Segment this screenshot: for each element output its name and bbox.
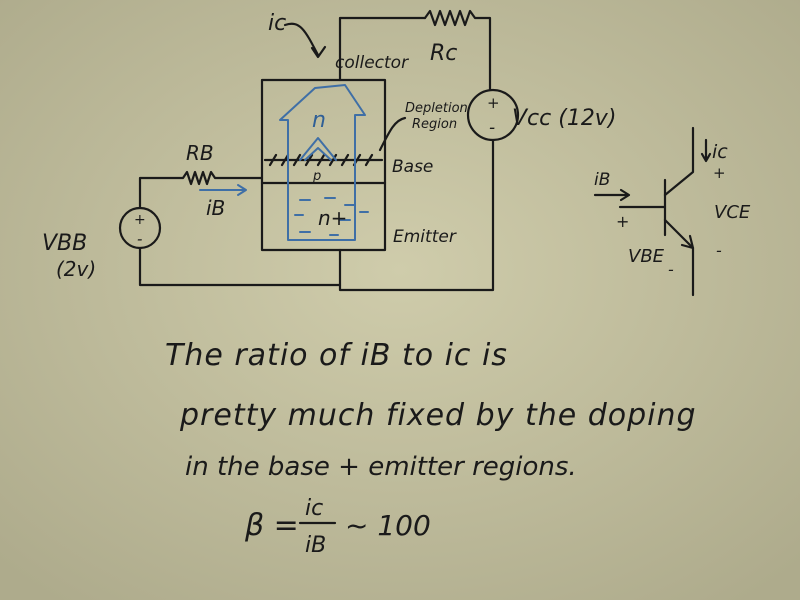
note-line-3: in the base + emitter regions. bbox=[185, 452, 577, 482]
electron-flow-arrow bbox=[279, 84, 366, 241]
base-circuit bbox=[118, 170, 342, 287]
base-region-label: p bbox=[312, 169, 321, 184]
transistor-block: n p n+ bbox=[260, 78, 407, 252]
ic-label: ic bbox=[268, 11, 286, 36]
emitter-region-label: n+ bbox=[318, 206, 347, 230]
electron-dashes bbox=[294, 197, 369, 236]
chevrons bbox=[299, 137, 337, 161]
base-label: Base bbox=[392, 157, 433, 177]
vbb-label: VBB bbox=[42, 231, 87, 256]
emitter-label: Emitter bbox=[393, 227, 457, 247]
vbb-minus: - bbox=[137, 230, 142, 248]
ic-arrow-symbol bbox=[700, 138, 712, 163]
beta-denominator: iB bbox=[305, 533, 326, 558]
depletion-pointer bbox=[378, 116, 407, 152]
vbb-plus: + bbox=[134, 212, 146, 228]
beta-numerator: ic bbox=[305, 496, 323, 521]
symbol-vbe-plus: + bbox=[616, 212, 629, 231]
bjt-emitter-arrow bbox=[680, 234, 695, 250]
collector-circuit bbox=[283, 9, 520, 292]
emitter-return-wire bbox=[338, 138, 495, 292]
rc-resistor bbox=[423, 9, 492, 92]
bjt-collector-lead bbox=[663, 126, 695, 197]
vbb-value: (2v) bbox=[56, 257, 96, 281]
collector-wire bbox=[338, 16, 427, 82]
depletion-label: Depletion bbox=[405, 101, 468, 116]
ic-arrow bbox=[283, 22, 320, 57]
collector-region-label: n bbox=[312, 108, 326, 133]
symbol-ib-label: iB bbox=[594, 170, 610, 190]
symbol-ic-label: ic bbox=[712, 141, 728, 163]
rb-label: RB bbox=[186, 141, 214, 165]
beta-symbol: β = bbox=[244, 508, 299, 543]
symbol-ic-plus: + bbox=[713, 164, 726, 182]
ib-label: iB bbox=[206, 196, 225, 220]
rb-resistor bbox=[138, 170, 264, 210]
depletion-label-2: Region bbox=[412, 117, 457, 132]
symbol-vbe-label: VBE bbox=[628, 246, 665, 267]
base-return-wire bbox=[138, 246, 342, 287]
note-line-2: pretty much fixed by the doping bbox=[179, 398, 697, 433]
ic-arrowhead bbox=[310, 45, 327, 59]
ib-arrow-symbol bbox=[593, 188, 631, 202]
rc-label: Rc bbox=[430, 41, 457, 66]
symbol-vbe-minus: - bbox=[668, 260, 674, 279]
ib-arrow bbox=[199, 184, 247, 196]
beta-value: ~ 100 bbox=[345, 509, 431, 542]
vcc-plus: + bbox=[487, 94, 500, 112]
transistor-outline bbox=[260, 78, 387, 252]
bjt-symbol bbox=[593, 126, 712, 297]
symbol-vce-label: VCE bbox=[714, 202, 751, 223]
symbol-vce-minus: - bbox=[716, 241, 722, 260]
note-line-1: The ratio of iB to ic is bbox=[165, 338, 508, 373]
depletion-hatch bbox=[263, 153, 384, 167]
vcc-label: Vcc (12v) bbox=[512, 106, 616, 131]
collector-label: collector bbox=[335, 53, 409, 73]
vcc-minus: - bbox=[489, 118, 495, 138]
